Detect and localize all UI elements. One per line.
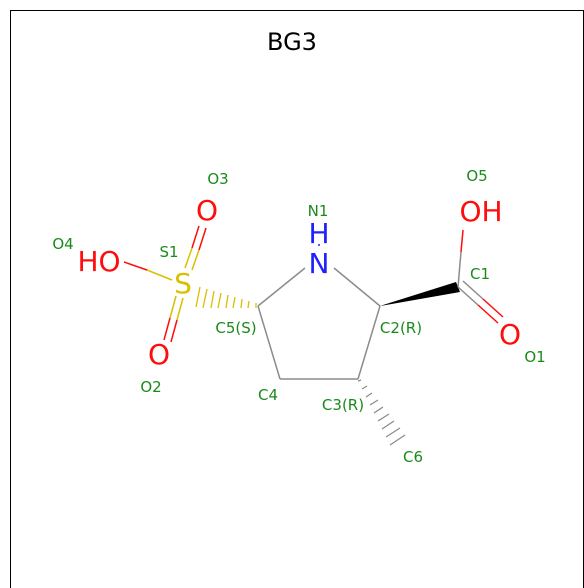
atom-o-top: O	[196, 194, 218, 227]
bond-s1-o4-oxygen-part	[123, 261, 148, 271]
bond-s1-o4	[146, 269, 173, 281]
atom-o-carbonyl: O	[499, 318, 521, 351]
atom-s: S	[174, 267, 192, 300]
bond-c1-o1-a-oxygen-part	[477, 304, 499, 324]
atom-o-bottom: O	[148, 338, 170, 371]
bond-s1-o3-b	[191, 249, 200, 271]
label-o1: O1	[524, 348, 545, 366]
bond-c4-c5	[257, 305, 281, 380]
diagram-title: BG3	[267, 28, 317, 56]
label-o5: O5	[466, 167, 487, 185]
bond-s1-o3-a	[184, 247, 193, 269]
label-c6: C6	[403, 448, 423, 466]
bond-n1-c2	[333, 267, 381, 307]
bond-s1-o2-b-oxygen-part	[170, 319, 178, 343]
bond-s1-o2-b	[176, 297, 184, 321]
label-c3: C3(R)	[322, 396, 364, 414]
bond-c1-o5	[457, 251, 462, 288]
label-o4: O4	[52, 235, 73, 253]
atom-h-of-nh: H	[308, 217, 329, 250]
atom-oh-right: OH	[459, 195, 502, 228]
hash-bond-c3-c6	[357, 379, 406, 446]
hash-bond-c5-s1	[195, 286, 257, 309]
label-c5: C5(S)	[215, 319, 256, 337]
bond-c1-o1-b-oxygen-part	[482, 298, 504, 318]
bond-s1-o3-b-oxygen-part	[198, 227, 207, 251]
label-n1: N1	[308, 202, 329, 220]
label-c2: C2(R)	[380, 319, 422, 337]
label-c1: C1	[470, 265, 490, 283]
bond-s1-o2-a	[169, 295, 177, 319]
bond-s1-o2-a-oxygen-part	[163, 317, 171, 341]
label-o2: O2	[140, 378, 161, 396]
label-c4: C4	[258, 386, 278, 404]
atom-ho-left: HO	[77, 245, 120, 278]
wedge-bond-c2-c1	[380, 282, 460, 306]
atom-n: N	[309, 247, 330, 280]
diagram-frame	[10, 10, 584, 588]
bond-c2-c3	[357, 305, 381, 380]
bond-n1-c5	[257, 267, 306, 307]
label-s1: S1	[159, 243, 178, 261]
label-o3: O3	[207, 170, 228, 188]
bond-s1-o3-a-oxygen-part	[191, 225, 200, 249]
bond-c1-o5-oxygen-part	[460, 229, 464, 253]
bond-c1-o1-a	[457, 286, 479, 306]
bond-c1-o1-b	[462, 280, 484, 300]
